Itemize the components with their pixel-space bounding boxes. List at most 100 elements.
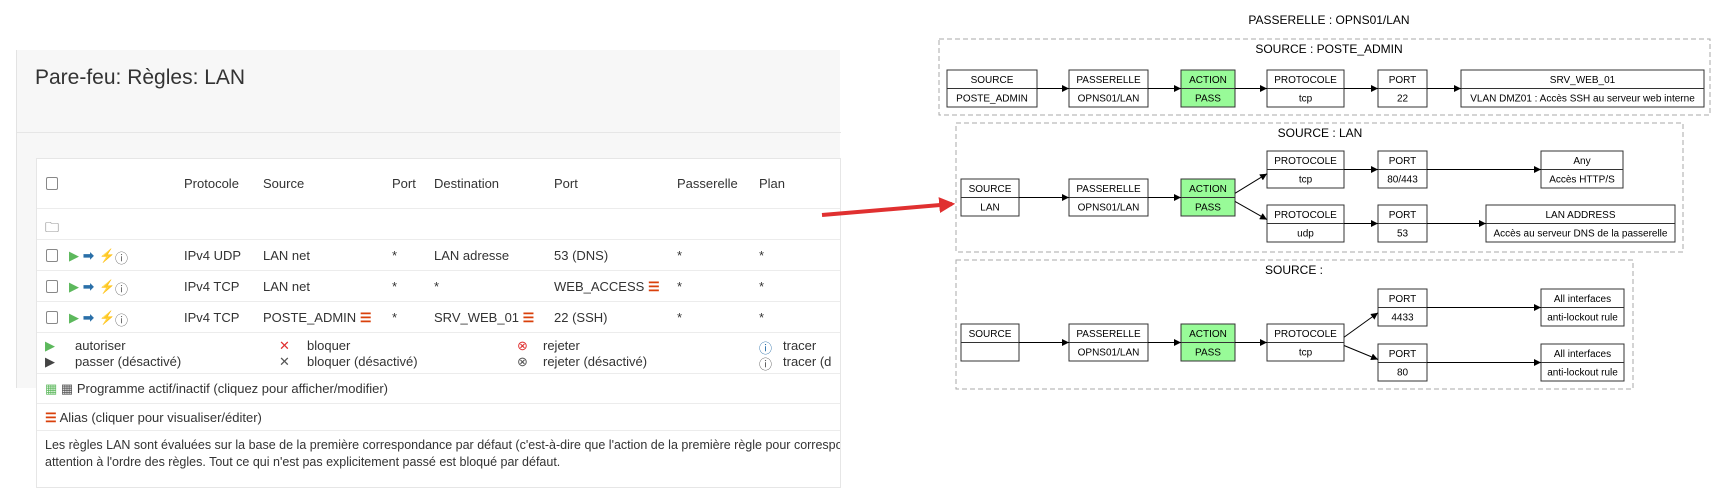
legend-block: bloquer	[307, 338, 351, 353]
cell-destination-port: WEB_ACCESS ☰	[554, 279, 660, 294]
legend-pass-disabled: passer (désactivé)	[75, 354, 182, 369]
node-label: SOURCE	[969, 329, 1012, 340]
node-label: PROTOCOLE	[1274, 75, 1337, 86]
schedule-legend: ▦ ▦ Programme actif/inactif (cliquez pou…	[37, 374, 840, 404]
quick-lightning-icon: ⚡	[99, 310, 116, 325]
footer-note-line: attention à l'ordre des règles. Tout ce …	[45, 455, 561, 469]
legend-log-disabled: tracer (d	[783, 354, 832, 369]
folder-icon[interactable]: 🗀	[45, 219, 59, 235]
node-label: tcp	[1299, 94, 1313, 105]
node-label: PORT	[1389, 294, 1417, 305]
node-label: OPNS01/LAN	[1078, 348, 1140, 359]
cell-protocol: IPv4 TCP	[184, 279, 240, 294]
cell-gateway: *	[677, 310, 683, 325]
red-pointer-arrow	[821, 197, 956, 217]
cell-destination: *	[434, 279, 440, 294]
header-source: Source	[263, 176, 305, 191]
legend-reject-disabled: rejeter (désactivé)	[543, 354, 648, 369]
page-title: Pare-feu: Règles: LAN	[35, 66, 246, 89]
node-label: SOURCE	[969, 184, 1012, 195]
row-checkbox[interactable]	[46, 249, 58, 262]
alias-note: Alias (cliquer pour visualiser/éditer)	[59, 410, 262, 425]
pass-icon[interactable]: ▶	[69, 279, 79, 294]
diagram-title: PASSERELLE : OPNS01/LAN	[1248, 13, 1409, 27]
log-disabled-icon[interactable]: ⓘ	[115, 313, 129, 328]
node-label: PASS	[1195, 348, 1221, 359]
table-row[interactable]: ▶ ➡ ⚡ ⓘ IPv4 TCP POSTE_ADMIN ☰ * SRV_WEB…	[37, 302, 840, 333]
folder-row: 🗀	[37, 209, 840, 240]
legend-block-disabled: bloquer (désactivé)	[307, 354, 418, 369]
footer-note: Les règles LAN sont évaluées sur la base…	[37, 431, 840, 487]
alias-list-icon: ☰	[45, 410, 57, 425]
pass-icon[interactable]: ▶	[69, 310, 79, 325]
cell-destination-port: 22 (SSH)	[554, 310, 608, 325]
node-label: 80/443	[1387, 175, 1418, 186]
log-disabled-icon[interactable]: ⓘ	[115, 251, 129, 266]
quick-lightning-icon: ⚡	[99, 279, 116, 294]
cluster-title: SOURCE :	[1265, 263, 1323, 277]
node-label: Accès au serveur DNS de la passerelle	[1494, 229, 1668, 240]
cluster-title: SOURCE : LAN	[1278, 126, 1363, 140]
cell-schedule: *	[759, 310, 765, 325]
node-label: VLAN DMZ01 : Accès SSH au serveur web in…	[1470, 94, 1695, 105]
node-label: PROTOCOLE	[1274, 210, 1337, 221]
node-label: 80	[1397, 368, 1409, 379]
legend-reject: rejeter	[543, 338, 580, 353]
cell-source: LAN net	[263, 279, 310, 294]
node-label: PASSERELLE	[1076, 184, 1141, 195]
cell-source: POSTE_ADMIN ☰	[263, 310, 372, 325]
quick-lightning-icon: ⚡	[99, 248, 116, 263]
node-label: POSTE_ADMIN	[956, 94, 1028, 105]
divider	[17, 132, 841, 133]
node-label: PROTOCOLE	[1274, 156, 1337, 167]
node-label: PASSERELLE	[1076, 329, 1141, 340]
block-disabled-icon: ✕	[279, 354, 290, 369]
cell-gateway: *	[677, 248, 683, 263]
log-icon: ⓘ	[759, 341, 773, 356]
log-disabled-icon[interactable]: ⓘ	[115, 282, 129, 297]
node-label: Accès HTTP/S	[1549, 175, 1615, 186]
edge-arrow	[1234, 200, 1268, 221]
table-row[interactable]: ▶ ➡ ⚡ ⓘ IPv4 TCP LAN net * * WEB_ACCESS …	[37, 271, 840, 302]
cell-gateway: *	[677, 279, 683, 294]
cluster-box	[938, 38, 1711, 116]
node-label: All interfaces	[1554, 349, 1611, 360]
node-c-gw: PASSERELLE OPNS01/LAN	[1068, 323, 1149, 362]
alias-list-icon[interactable]: ☰	[647, 279, 660, 294]
row-checkbox[interactable]	[46, 311, 58, 324]
log-disabled-icon: ⓘ	[759, 357, 773, 372]
edge-arrow	[1343, 312, 1379, 338]
legend: ▶ autoriser ▶ passer (désactivé) ✕ bloqu…	[37, 333, 840, 374]
alias-list-icon[interactable]: ☰	[522, 310, 535, 325]
cell-protocol: IPv4 TCP	[184, 310, 240, 325]
direction-in-icon: ➡	[83, 279, 94, 294]
alias-list-icon[interactable]: ☰	[359, 310, 372, 325]
node-label: PORT	[1389, 156, 1417, 167]
node-label: PORT	[1389, 210, 1417, 221]
footer-note-line: Les règles LAN sont évaluées sur la base…	[45, 438, 840, 452]
node-label: PASS	[1195, 94, 1221, 105]
select-all-checkbox[interactable]	[46, 177, 58, 190]
header-destination-port: Port	[554, 176, 578, 191]
reject-disabled-icon: ⊗	[517, 354, 528, 369]
node-c-src: SOURCE	[960, 323, 1020, 362]
node-label: LAN	[980, 203, 999, 214]
row-checkbox[interactable]	[46, 280, 58, 293]
pass-icon[interactable]: ▶	[69, 248, 79, 263]
table-row[interactable]: ▶ ➡ ⚡ ⓘ IPv4 UDP LAN net * LAN adresse 5…	[37, 240, 840, 271]
node-label: OPNS01/LAN	[1078, 94, 1140, 105]
cell-source-port: *	[392, 310, 398, 325]
node-b-port1: PORT 80/443	[1377, 150, 1428, 189]
edge-arrow	[1343, 345, 1379, 361]
node-label: ACTION	[1189, 184, 1227, 195]
